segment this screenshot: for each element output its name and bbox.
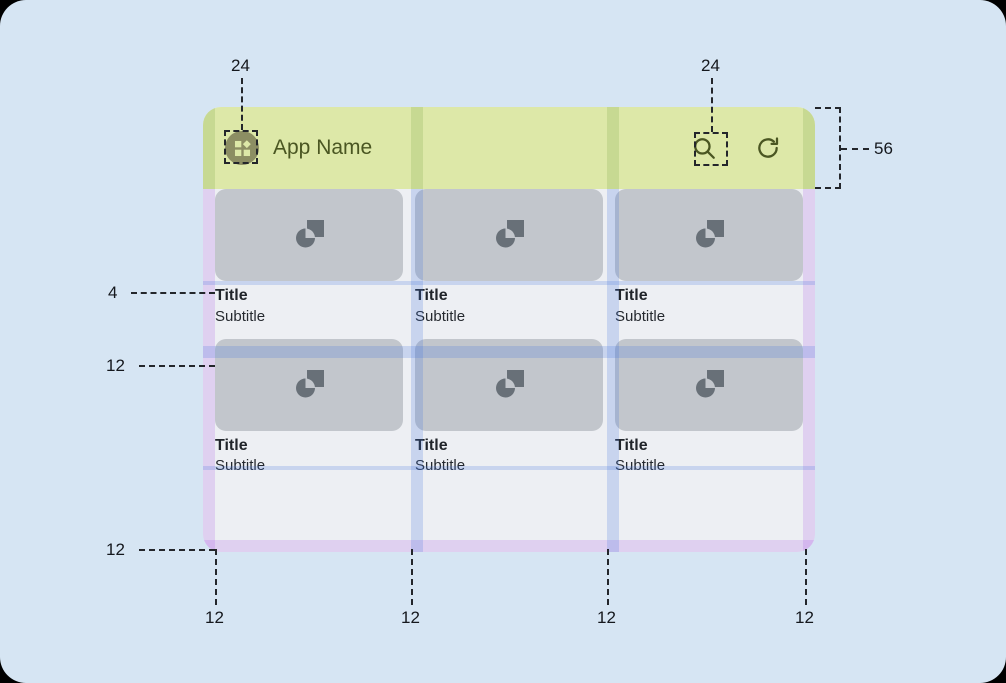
card-text: Title Subtitle [415, 281, 603, 327]
logo-touch-target-box [224, 130, 258, 164]
image-placeholder-icon [696, 220, 724, 248]
image-placeholder-icon [296, 220, 324, 248]
annotation-h-spacing: 12 [401, 608, 420, 627]
card-text: Title Subtitle [215, 281, 403, 327]
leader-line-h-spacing [215, 549, 217, 605]
card-text: Title Subtitle [415, 431, 603, 477]
leader-line-row-gap [139, 365, 215, 367]
annotation-media-title-gap: 4 [108, 283, 118, 302]
app-bar-actions [691, 135, 781, 161]
annotation-search-size: 24 [701, 56, 720, 75]
card-media [415, 338, 603, 431]
search-touch-target-box [694, 132, 728, 166]
annotation-row-gap: 12 [106, 356, 125, 375]
leader-line-h-spacing [607, 549, 609, 605]
card-title: Title [215, 287, 248, 304]
app-bar: App Name [203, 107, 815, 189]
leader-line-logo [241, 78, 243, 130]
refresh-icon[interactable] [755, 135, 781, 161]
card-title: Title [415, 436, 448, 454]
page-title: App Name [273, 136, 373, 159]
list-item[interactable]: Title Subtitle [615, 338, 803, 477]
annotation-appbar-height: 56 [874, 139, 893, 158]
card-subtitle: Subtitle [415, 307, 466, 325]
leader-line-bottom-padding [139, 549, 215, 551]
appbar-height-bracket [815, 107, 841, 189]
annotation-bottom-padding: 12 [106, 540, 125, 559]
card-grid: Title Subtitle Title Subtitle [203, 189, 815, 489]
card-media [615, 189, 803, 281]
image-placeholder-icon [296, 369, 324, 398]
list-item[interactable]: Title Subtitle [415, 338, 603, 477]
card-row: Title Subtitle Title Subtitle [215, 189, 803, 327]
leader-line-h-spacing [411, 549, 413, 605]
bottom-padding-overlay [203, 540, 815, 552]
card-media [215, 338, 403, 431]
card-subtitle: Subtitle [215, 307, 266, 325]
annotation-logo-size: 24 [231, 56, 250, 75]
card-text: Title Subtitle [615, 431, 803, 477]
annotation-h-spacing: 12 [597, 608, 616, 627]
leader-line-search [711, 78, 713, 132]
list-item[interactable]: Title Subtitle [615, 189, 803, 327]
card-title: Title [615, 287, 648, 304]
card-subtitle: Subtitle [615, 457, 666, 475]
image-placeholder-icon [496, 369, 524, 398]
card-media [415, 189, 603, 281]
device-mock: App Name [203, 107, 815, 552]
leader-line-h-spacing [805, 549, 807, 605]
app-logo-grid-icon[interactable] [225, 131, 259, 165]
app-logo-grid-glyph [234, 139, 251, 156]
list-item[interactable]: Title Subtitle [215, 189, 403, 327]
card-text: Title Subtitle [215, 431, 403, 477]
card-text: Title Subtitle [615, 281, 803, 327]
row-gap [215, 327, 803, 339]
image-placeholder-icon [696, 369, 724, 398]
card-title: Title [415, 287, 448, 304]
list-item[interactable]: Title Subtitle [415, 189, 603, 327]
image-placeholder-icon [496, 220, 524, 248]
card-title: Title [615, 436, 648, 454]
card-subtitle: Subtitle [615, 307, 666, 325]
card-media [215, 189, 403, 281]
card-subtitle: Subtitle [215, 457, 266, 475]
leader-line-media-title-gap [131, 292, 215, 294]
annotation-h-spacing: 12 [795, 608, 814, 627]
card-subtitle: Subtitle [415, 457, 466, 475]
leader-line-appbar-height [841, 148, 869, 150]
card-row: Title Subtitle Title Subtitle [215, 338, 803, 477]
annotation-h-spacing: 12 [205, 608, 224, 627]
card-media [615, 338, 803, 431]
list-item[interactable]: Title Subtitle [215, 338, 403, 477]
card-title: Title [215, 436, 248, 454]
